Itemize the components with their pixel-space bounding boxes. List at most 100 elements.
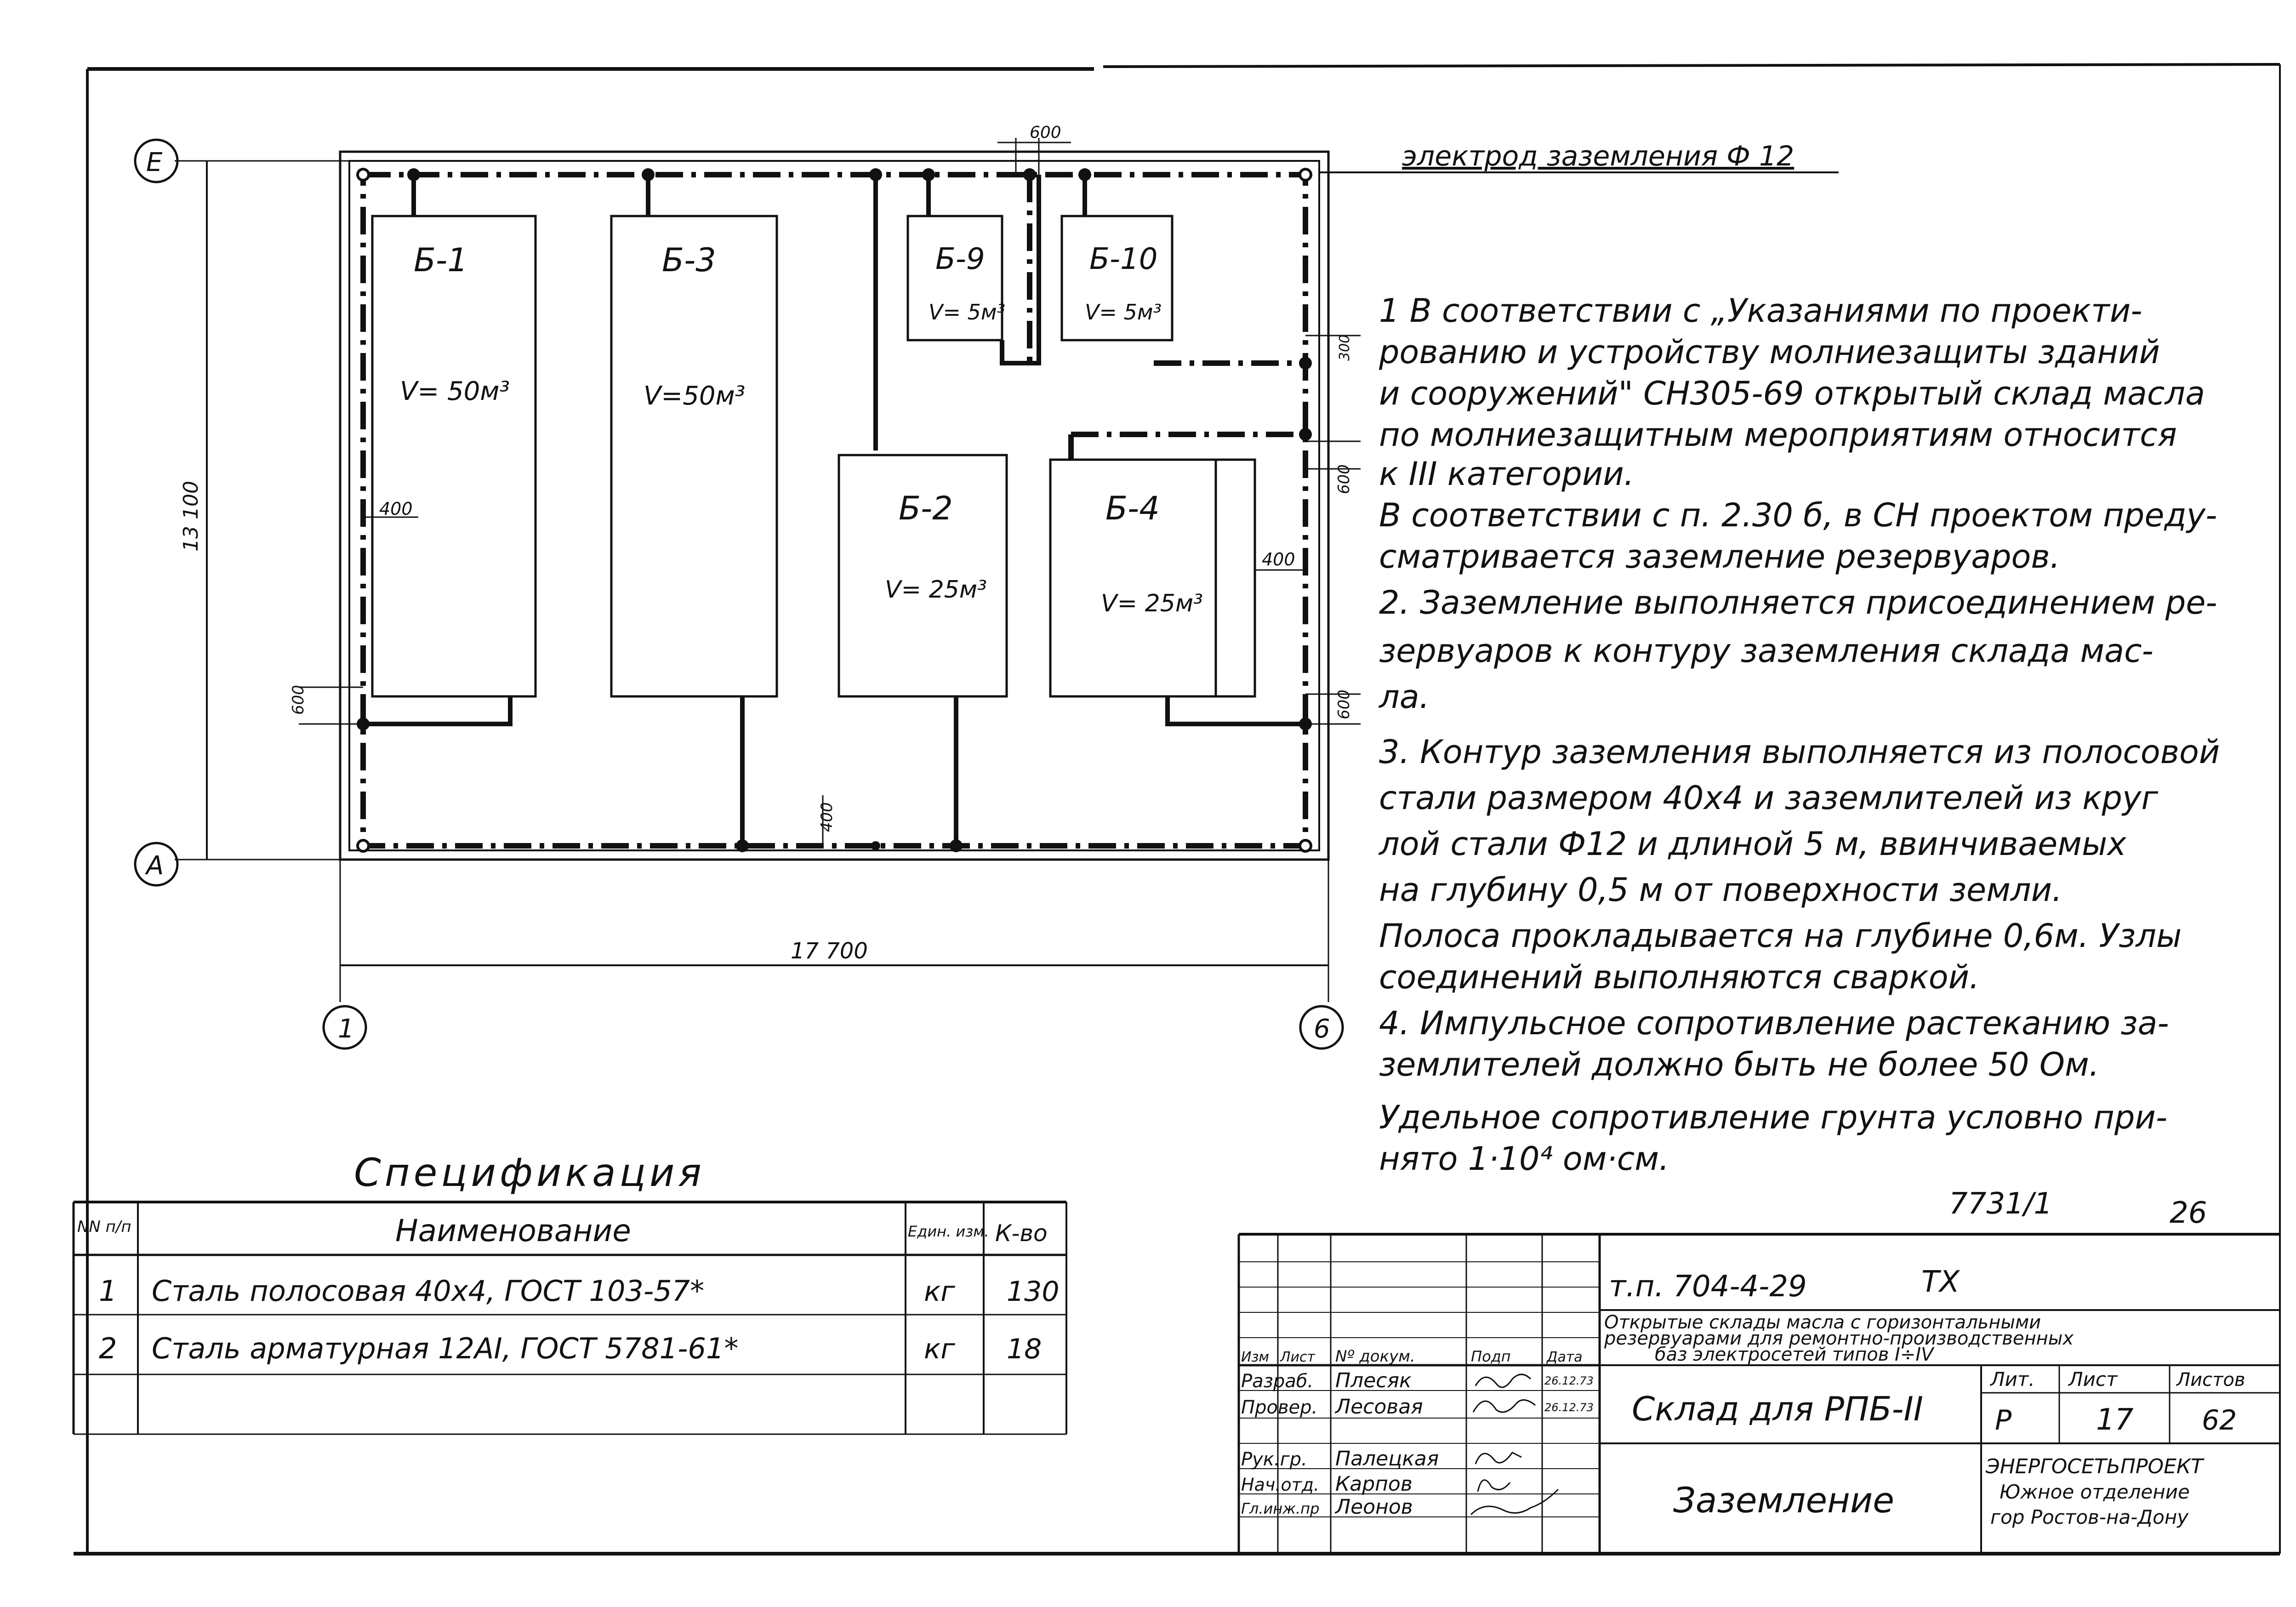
site-plan: Б-1 V= 50м³ Б-3 V=50м³ Б-9 V= 5м³ Б-10 V… <box>134 123 1839 1050</box>
archive-number: 7731/1 <box>1949 1187 2052 1221</box>
sheet-frame <box>74 63 2281 1556</box>
note-line: рованию и устройству молниезащиты зданий <box>1379 333 2160 371</box>
spec-cell-unit: кг <box>924 1333 955 1365</box>
tank-name: Б-3 <box>662 241 716 279</box>
note-line: 4. Импульсное сопротивление растеканию з… <box>1379 1004 2169 1042</box>
role-date: 26.12.73 <box>1544 1374 1594 1387</box>
plan-dimensions: 600 400 600 400 600 300 400 600 <box>289 123 1361 846</box>
corner-electrodes <box>356 168 1312 853</box>
note-line: нято 1·10⁴ ом·см. <box>1379 1140 1669 1178</box>
dim-top-gap: 600 <box>1030 123 1061 142</box>
project-line: баз электросетей типов I÷IV <box>1655 1344 1935 1365</box>
role-name: Палецкая <box>1335 1447 1439 1470</box>
spec-header-nn: NN п/п <box>77 1218 131 1236</box>
grounding-contour <box>360 172 1308 849</box>
org-line: Южное отделение <box>2000 1481 2190 1503</box>
tank-volume: V= 5м³ <box>1085 300 1162 325</box>
contour-nodes <box>357 168 1312 852</box>
site-outer-border <box>339 150 1330 861</box>
note-line: по молниезащитным мероприятиям относится <box>1379 416 2177 454</box>
note-line: Полоса прокладывается на глубине 0,6м. У… <box>1379 917 2182 955</box>
axis-bubble-e: Е <box>134 138 179 183</box>
dim-left-bottom: 600 <box>289 685 308 715</box>
role-name: Леонов <box>1334 1495 1413 1519</box>
tank-b4: Б-4 V= 25м³ <box>1049 458 1256 698</box>
role-row: Разраб. Плесяк 26.12.73 <box>1241 1369 1594 1392</box>
spec-header-qty: К-во <box>995 1220 1048 1247</box>
note-line: ла. <box>1378 678 1430 716</box>
tank-name: Б-10 <box>1089 242 1157 276</box>
axis-bubble-6: 6 <box>1299 1005 1344 1050</box>
dim-height: 13 100 <box>179 481 203 552</box>
spec-header-name: Наименование <box>395 1213 631 1248</box>
role-label: Рук.гр. <box>1241 1449 1307 1470</box>
note-line: землителей должно быть не более 50 Ом. <box>1379 1046 2099 1083</box>
project-line: резервуарами для ремонтно-производственн… <box>1604 1328 2074 1349</box>
role-name: Карпов <box>1335 1472 1413 1496</box>
spec-cell-num: 1 <box>99 1274 117 1308</box>
drawing-title: Заземление <box>1673 1480 1894 1521</box>
tank-b3: Б-3 V=50м³ <box>610 215 778 698</box>
role-row: Нач.отд. Карпов <box>1241 1472 1511 1496</box>
note-line: на глубину 0,5 м от поверхности земли. <box>1379 871 2062 909</box>
col-sign: Подп <box>1471 1348 1511 1365</box>
tank-volume: V= 25м³ <box>1101 590 1203 617</box>
col-list: Лист <box>1280 1349 1316 1365</box>
org-line: ЭНЕРГОСЕТЬПРОЕКТ <box>1985 1455 2205 1478</box>
note-line: к III категории. <box>1379 455 1634 493</box>
note-line: 3. Контур заземления выполняется из поло… <box>1379 733 2220 771</box>
axis-label: 6 <box>1314 1014 1330 1044</box>
tank-b9: Б-9 V= 5м³ <box>906 215 1005 342</box>
table-row: 1 Сталь полосовая 40х4, ГОСТ 103-57* кг … <box>99 1274 1060 1308</box>
general-notes: 1 В соответствии с „Указаниями по проект… <box>1378 292 2220 1178</box>
note-line: соединений выполняются сваркой. <box>1379 958 1979 996</box>
role-name: Лесовая <box>1334 1395 1423 1419</box>
axis-label: А <box>145 851 164 881</box>
specification-table: Спецификация NN п/п Наименование Един. и… <box>72 1150 1067 1435</box>
overall-dimensions: 13 100 17 700 <box>175 160 1329 1002</box>
tank-name: Б-9 <box>935 242 985 276</box>
col-date: Дата <box>1546 1349 1583 1365</box>
role-row: Рук.гр. Палецкая <box>1241 1447 1522 1470</box>
tank-name: Б-4 <box>1105 490 1160 527</box>
tank-volume: V= 5м³ <box>929 300 1005 325</box>
tank-taps <box>363 175 1305 846</box>
role-row: Провер. Лесовая 26.12.73 <box>1241 1395 1594 1419</box>
lists-value: 62 <box>2202 1404 2237 1436</box>
role-date: 26.12.73 <box>1544 1401 1594 1414</box>
note-line: зервуаров к контуру заземления склада ма… <box>1379 632 2154 670</box>
tank-b10: Б-10 V= 5м³ <box>1060 215 1174 342</box>
spec-cell-name: Сталь полосовая 40х4, ГОСТ 103-57* <box>152 1274 704 1308</box>
role-label: Нач.отд. <box>1241 1475 1319 1495</box>
dim-width: 17 700 <box>791 938 868 964</box>
table-row: 2 Сталь арматурная 12АI, ГОСТ 5781-61* к… <box>99 1332 1042 1365</box>
note-line: Удельное сопротивление грунта условно пр… <box>1379 1099 2167 1136</box>
electrode-callout: электрод заземления Ф 12 <box>1319 140 1839 173</box>
tank-b2: Б-2 V= 25м³ <box>837 454 1008 698</box>
spec-title: Спецификация <box>354 1150 705 1195</box>
tank-name: Б-1 <box>414 241 468 279</box>
lit-label: Лит. <box>1989 1368 2035 1390</box>
doc-number: т.п. 704-4-29 <box>1609 1270 1807 1304</box>
signature <box>1475 1452 1522 1465</box>
dim-left: 400 <box>379 499 413 519</box>
role-row: Гл.инж.пр Леонов <box>1241 1488 1559 1519</box>
note-line: сматривается заземление резервуаров. <box>1379 538 2060 576</box>
col-izm: Изм <box>1241 1349 1269 1365</box>
page-number: 26 <box>2170 1196 2207 1230</box>
tank-name: Б-2 <box>899 490 953 527</box>
site-inner-border <box>348 160 1320 851</box>
signature <box>1475 1373 1532 1388</box>
list-label: Лист <box>2068 1368 2118 1390</box>
note-line: 2. Заземление выполняется присоединением… <box>1379 584 2217 621</box>
dim-right-mid: 400 <box>1262 549 1295 570</box>
tank-volume: V= 25м³ <box>885 576 987 604</box>
signature <box>1472 1399 1536 1413</box>
spec-cell-qty: 130 <box>1007 1276 1060 1308</box>
list-value: 17 <box>2096 1403 2134 1437</box>
note-line: и сооружений" СН305-69 открытый склад ма… <box>1379 375 2205 412</box>
note-line: 1 В соответствии с „Указаниями по проект… <box>1379 292 2142 330</box>
role-label: Гл.инж.пр <box>1241 1500 1319 1517</box>
tank-volume: V=50м³ <box>644 381 745 411</box>
